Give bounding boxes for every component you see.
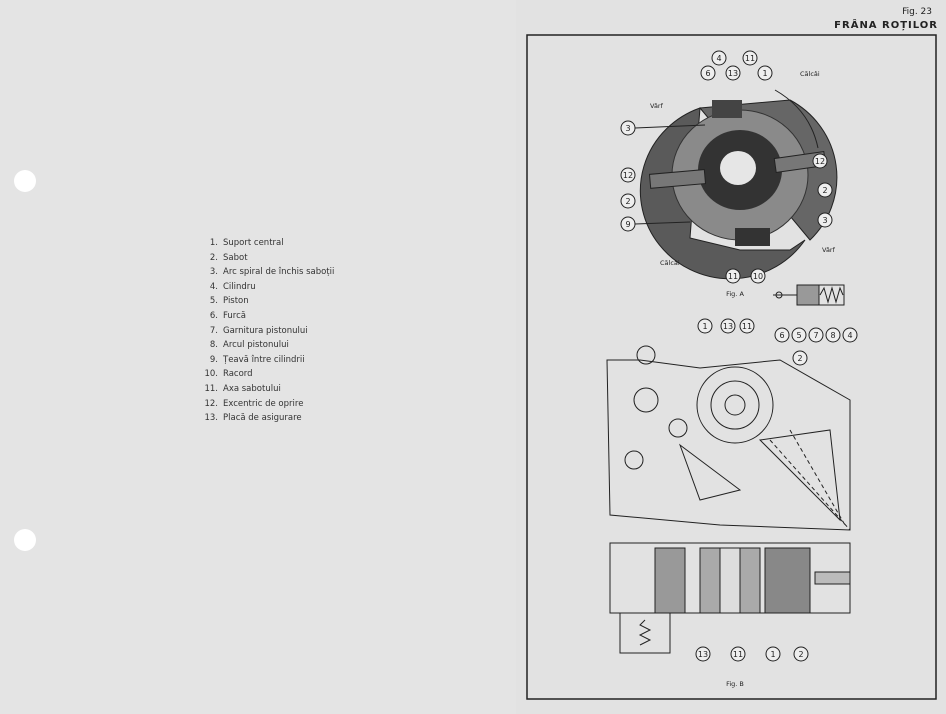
callout: 12: [620, 167, 636, 183]
svg-text:1: 1: [762, 69, 767, 78]
callout: 6: [774, 327, 790, 343]
svg-text:4: 4: [847, 331, 852, 340]
callout: 10: [750, 268, 766, 284]
callout: 12: [812, 153, 828, 169]
piston-detail: [773, 284, 845, 306]
label-varf: Vârf: [822, 246, 836, 254]
callout: 2: [793, 646, 809, 662]
figure-number: Fig. 23: [902, 7, 932, 17]
svg-text:6: 6: [779, 331, 784, 340]
left-page: 1.Suport central 2.Sabot 3.Arc spiral de…: [14, 170, 335, 551]
svg-text:11: 11: [733, 650, 743, 659]
callout: 11: [742, 50, 758, 66]
section-view-drawing: [609, 542, 851, 654]
svg-text:11: 11: [745, 54, 755, 63]
legend-item: 8.Arcul pistonului: [209, 340, 289, 351]
callout: 4: [711, 50, 727, 66]
svg-text:12: 12: [623, 171, 633, 180]
svg-text:7: 7: [813, 331, 818, 340]
svg-text:8: 8: [830, 331, 835, 340]
svg-text:11: 11: [742, 322, 752, 331]
svg-text:2: 2: [822, 186, 827, 195]
fig-a-caption: Fig. A: [726, 290, 744, 298]
svg-text:1: 1: [770, 650, 775, 659]
svg-text:10: 10: [753, 272, 763, 281]
svg-text:6: 6: [705, 69, 710, 78]
svg-text:13: 13: [723, 322, 733, 331]
svg-text:4: 4: [716, 54, 721, 63]
callout: 13: [725, 65, 741, 81]
callout: 4: [842, 327, 858, 343]
fig-b-bottom-callouts: 13 11 1 2 Fig. B: [695, 646, 809, 688]
svg-text:13: 13: [728, 69, 738, 78]
callout: 1: [765, 646, 781, 662]
svg-text:9: 9: [625, 220, 630, 229]
legend-item: 3.Arc spiral de închis saboții: [209, 267, 335, 278]
punch-hole: [14, 529, 36, 551]
figure-title: FRÂNA ROȚILOR: [834, 20, 938, 31]
label-calcai: Călcâi: [660, 259, 680, 267]
callout: 2: [817, 182, 833, 198]
svg-text:2: 2: [798, 650, 803, 659]
label-varf: Vârf: [650, 102, 664, 110]
brake-assembly-photo: [639, 89, 838, 280]
svg-text:5: 5: [796, 331, 801, 340]
legend-item: 13.Placă de asigurare: [204, 413, 302, 424]
callout: 13: [695, 646, 711, 662]
callout: 6: [700, 65, 716, 81]
svg-text:12: 12: [815, 157, 825, 166]
figure-frame: [526, 34, 937, 700]
fig-b-top-callouts: 1 13 11 2: [697, 318, 808, 366]
legend-item: 12.Excentric de oprire: [204, 398, 304, 409]
fig-a-callouts: 4 11 6 13 1 3 12 12 2 2 9 3 11 10 Vârf C…: [620, 50, 836, 298]
legend-item: 7.Garnitura pistonului: [209, 325, 308, 336]
legend-item: 2.Sabot: [209, 252, 248, 263]
legend-item: 6.Furcă: [209, 310, 247, 321]
callout: 2: [792, 350, 808, 366]
legend-item: 4.Cilindru: [209, 281, 256, 292]
parts-legend: 1.Suport central 2.Sabot 3.Arc spiral de…: [204, 236, 334, 426]
svg-text:3: 3: [625, 124, 630, 133]
legend-item: 10.Racord: [204, 369, 253, 380]
svg-text:11: 11: [728, 272, 738, 281]
svg-text:13: 13: [698, 650, 708, 659]
callout: 11: [725, 268, 741, 284]
svg-text:2: 2: [625, 197, 630, 206]
legend-item: 9.Țeavă între cilindrii: [209, 354, 305, 365]
svg-text:2: 2: [797, 354, 802, 363]
svg-text:1: 1: [702, 322, 707, 331]
svg-text:3: 3: [822, 216, 827, 225]
legend-item: 5.Piston: [209, 296, 249, 307]
callout: 3: [817, 212, 833, 228]
label-calcai: Călcâi: [800, 70, 820, 78]
callout: 11: [730, 646, 746, 662]
fig-b-caption: Fig. B: [726, 680, 744, 688]
callout: 1: [697, 318, 713, 334]
callout: 5: [791, 327, 807, 343]
callout: 1: [757, 65, 773, 81]
callout: 8: [825, 327, 841, 343]
callout: 9: [620, 216, 691, 232]
callout: 13: [720, 318, 736, 334]
callout: 2: [620, 193, 636, 209]
callout: 7: [808, 327, 824, 343]
legend-item: 11.Axa sabotului: [204, 383, 281, 394]
side-view-drawing: [606, 345, 851, 531]
callout: 3: [620, 120, 706, 136]
piston-callouts: 6 5 7 8 4: [774, 327, 858, 343]
punch-hole: [14, 170, 36, 192]
callout: 11: [739, 318, 755, 334]
legend-item: 1.Suport central: [209, 238, 284, 248]
